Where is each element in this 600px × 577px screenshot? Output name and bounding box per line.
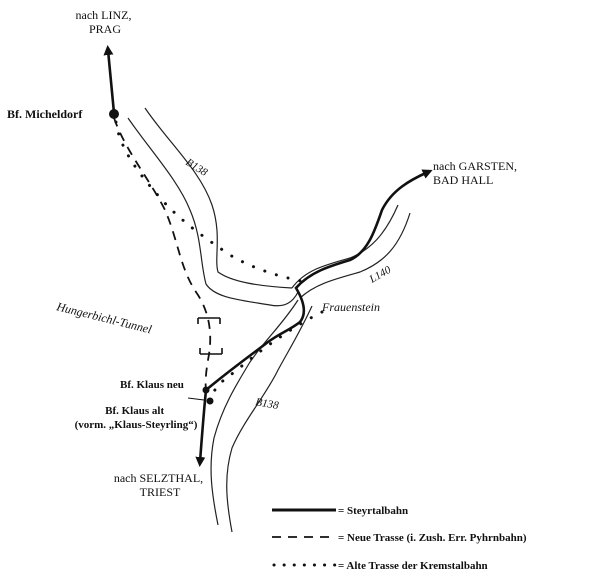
legend: = Steyrtalbahn = Neue Trasse (i. Zush. E… [272, 505, 527, 572]
label-road-b138-south: B138 [254, 396, 279, 412]
station-klaus-alt [187, 397, 214, 405]
station-micheldorf [109, 109, 119, 119]
label-frauenstein: Frauenstein [321, 300, 380, 314]
label-linz: nach LINZ, PRAG [76, 8, 135, 36]
label-klaus-alt: Bf. Klaus alt (vorm. „Klaus-Steyrling“) [75, 405, 198, 431]
label-micheldorf: Bf. Micheldorf [7, 107, 83, 121]
road-b138-north [127, 107, 299, 307]
tunnel-portals [197, 317, 223, 355]
label-tunnel: Hungerbichl-Tunnel [54, 299, 153, 337]
label-selzthal: nach SELZTHAL, TRIEST [114, 471, 206, 499]
route-alte-trasse [114, 120, 324, 404]
legend-item-neue-trasse: = Neue Trasse (i. Zush. Err. Pyhrnbahn) [272, 532, 527, 544]
legend-item-alte-trasse: = Alte Trasse der Kremstalbahn [272, 560, 488, 572]
station-klaus-neu [202, 386, 210, 394]
svg-text:= Neue Trasse (i. Zush. Err. P: = Neue Trasse (i. Zush. Err. Pyhrnbahn) [338, 532, 527, 544]
route-neue-trasse [113, 117, 212, 391]
road-b138-south [210, 299, 313, 533]
legend-item-steyrtalbahn: = Steyrtalbahn [272, 505, 408, 517]
label-garsten: nach GARSTEN, BAD HALL [433, 159, 520, 187]
label-klaus-neu: Bf. Klaus neu [120, 379, 184, 391]
route-steyrtalbahn [103, 45, 433, 467]
svg-text:= Alte Trasse der Kremstalbahn: = Alte Trasse der Kremstalbahn [338, 560, 488, 572]
road-l140 [291, 204, 411, 299]
svg-text:= Steyrtalbahn: = Steyrtalbahn [338, 505, 408, 517]
